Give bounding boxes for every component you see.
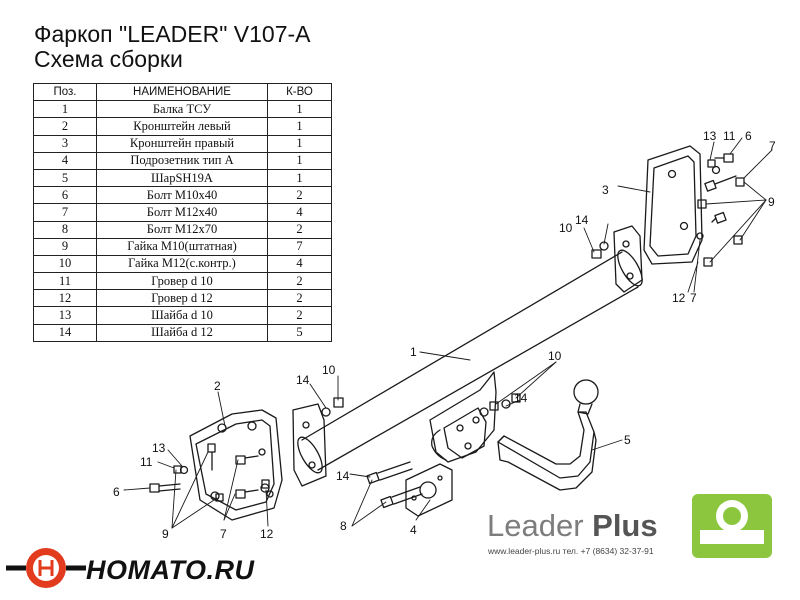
callout-9-left: 9 [162,527,169,541]
beam-right-plate [613,225,643,293]
callout-7-left: 7 [220,527,227,541]
homato-watermark-text: HOMATO.RU [86,555,255,585]
callout-7-right-lower: 7 [690,291,697,305]
leader-lines [123,137,773,529]
name-cell: Кронштейн левый [96,117,268,136]
callout-2: 2 [214,379,221,393]
callout-14-beam-left: 14 [296,373,310,387]
callout-10-center: 10 [548,349,562,363]
subtitle-line: Схема сборки [34,46,183,72]
homato-logo-icon [6,548,86,588]
callout-11-left: 11 [140,455,153,469]
column-header: Поз. [33,82,97,102]
towball-part-5 [497,379,599,491]
callout-13-left: 13 [152,441,166,455]
callout-11-right: 11 [723,129,736,143]
callout-14-center: 14 [514,391,528,405]
fasteners-right [696,153,745,267]
callout-5: 5 [624,433,631,447]
callout-7-right: 7 [769,139,776,153]
callout-8: 8 [340,519,347,533]
brand-contacts: www.leader-plus.ru тел. +7 (8634) 32-37-… [488,546,654,556]
name-cell: ШарSH19A [96,168,268,188]
name-cell: Гайка М12(с.контр.) [96,254,268,274]
brand-name-bold: Plus [592,508,658,543]
position-cell: 14 [33,323,97,342]
quantity-cell: 5 [267,323,332,342]
center-mount [429,371,497,463]
position-cell: 11 [33,272,97,291]
callout-6-left: 6 [113,485,120,499]
bracket-left-part-2 [189,409,283,521]
name-cell: Гайка М10(штатная) [96,237,268,256]
callout-9-right: 9 [768,195,775,209]
callout-6-right: 6 [745,129,752,143]
callout-12-left: 12 [260,527,274,541]
brand-wordmark: Leader Plus [487,508,658,544]
beam-part-1 [297,249,643,474]
callout-14-lower: 14 [336,469,350,483]
callout-1: 1 [410,345,417,359]
brand-name-light: Leader [487,508,593,543]
callout-4: 4 [410,523,417,537]
table-header-row: Поз. НАИМЕНОВАНИЕ К-ВО [33,82,332,102]
callout-10-beam-right: 10 [559,221,573,235]
bolt-part-6-left [149,483,181,493]
fasteners-left [173,443,274,502]
diagram-title: Фаркоп "LEADER" V107-A Схема сборки [34,22,311,72]
bolts-part-8 [366,461,423,509]
name-cell: Подрозетник тип А [96,151,268,170]
callout-14-beam-right: 14 [575,213,589,227]
name-cell: Болт М10х40 [96,186,268,205]
beam-left-plate [292,403,327,487]
leader-plus-logo-icon [692,494,772,558]
callout-12-right: 12 [672,291,686,305]
callout-13-right: 13 [703,129,717,143]
bracket-right-part-3 [643,145,703,265]
title-line: Фаркоп "LEADER" V107-A [34,21,311,47]
fasteners-beam-right [591,241,609,259]
callout-3: 3 [602,183,609,197]
callout-10-beam-left: 10 [322,363,336,377]
quantity-cell: 1 [267,168,332,188]
